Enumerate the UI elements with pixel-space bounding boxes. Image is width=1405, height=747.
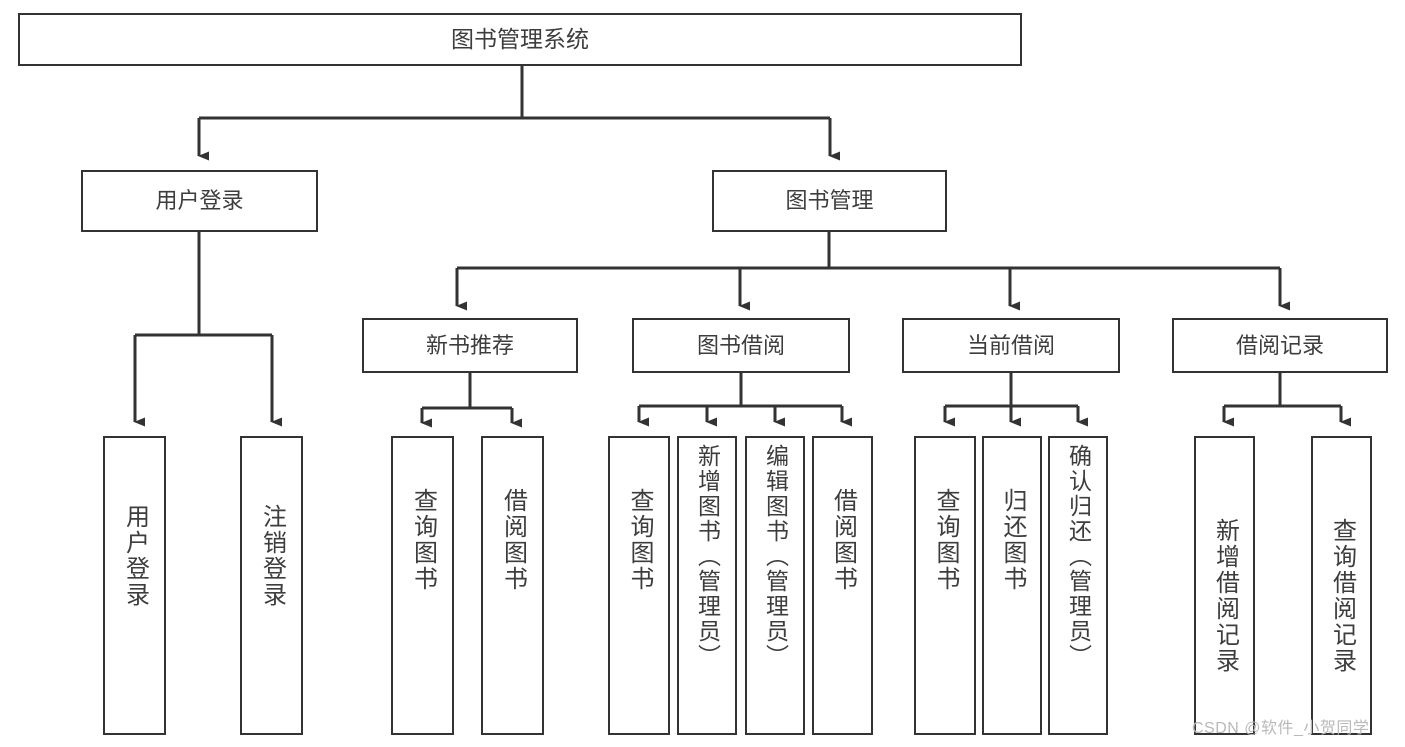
node-user-login[interactable]: 用户登录 (81, 170, 318, 232)
node-book-manage[interactable]: 图书管理 (712, 170, 947, 232)
node-borrow-record[interactable]: 借阅记录 (1172, 318, 1388, 373)
leaf-query-book-2[interactable]: 查询图书 (608, 436, 670, 735)
leaf-add-record[interactable]: 新增借阅记录 (1194, 436, 1255, 735)
leaf-user-login[interactable]: 用户登录 (103, 436, 166, 735)
leaf-query-record[interactable]: 查询借阅记录 (1311, 436, 1372, 735)
leaf-borrow-book-1[interactable]: 借阅图书 (481, 436, 544, 735)
leaf-query-book-1-label: 查询图书 (409, 488, 437, 592)
leaf-add-record-label: 新增借阅记录 (1211, 518, 1239, 674)
node-book-manage-label: 图书管理 (785, 188, 874, 214)
leaf-return-book-label: 归还图书 (999, 488, 1026, 592)
node-root-label: 图书管理系统 (451, 26, 589, 53)
leaf-user-login-label: 用户登录 (121, 504, 149, 608)
leaf-add-book[interactable]: 新增图书（管理员） (677, 436, 737, 735)
node-new-book-rec-label: 新书推荐 (425, 332, 514, 358)
node-new-book-rec[interactable]: 新书推荐 (362, 318, 578, 373)
leaf-edit-book-label: 编辑图书（管理员） (762, 444, 789, 669)
leaf-add-book-label: 新增图书（管理员） (694, 444, 721, 669)
leaf-borrow-book-1-label: 借阅图书 (499, 488, 527, 592)
leaf-confirm-return-label: 确认归还（管理员） (1065, 444, 1092, 669)
node-book-borrow[interactable]: 图书借阅 (632, 318, 850, 373)
node-current-borrow-label: 当前借阅 (966, 332, 1055, 358)
leaf-query-book-3[interactable]: 查询图书 (914, 436, 976, 735)
csdn-watermark: CSDN @软件_小贺同学 (1192, 720, 1370, 737)
leaf-logout-label: 注销登录 (258, 504, 286, 608)
leaf-borrow-book-2[interactable]: 借阅图书 (812, 436, 873, 735)
leaf-query-book-2-label: 查询图书 (626, 488, 653, 592)
node-root[interactable]: 图书管理系统 (18, 13, 1022, 66)
node-book-borrow-label: 图书借阅 (696, 332, 785, 358)
leaf-query-book-3-label: 查询图书 (932, 488, 959, 592)
leaf-query-record-label: 查询借阅记录 (1328, 518, 1356, 674)
leaf-return-book[interactable]: 归还图书 (982, 436, 1042, 735)
leaf-borrow-book-2-label: 借阅图书 (829, 488, 857, 592)
node-current-borrow[interactable]: 当前借阅 (902, 318, 1120, 373)
node-borrow-record-label: 借阅记录 (1235, 332, 1324, 358)
leaf-edit-book[interactable]: 编辑图书（管理员） (745, 436, 805, 735)
leaf-query-book-1[interactable]: 查询图书 (391, 436, 454, 735)
leaf-confirm-return[interactable]: 确认归还（管理员） (1048, 436, 1108, 735)
node-user-login-label: 用户登录 (155, 188, 244, 214)
leaf-logout[interactable]: 注销登录 (240, 436, 303, 735)
